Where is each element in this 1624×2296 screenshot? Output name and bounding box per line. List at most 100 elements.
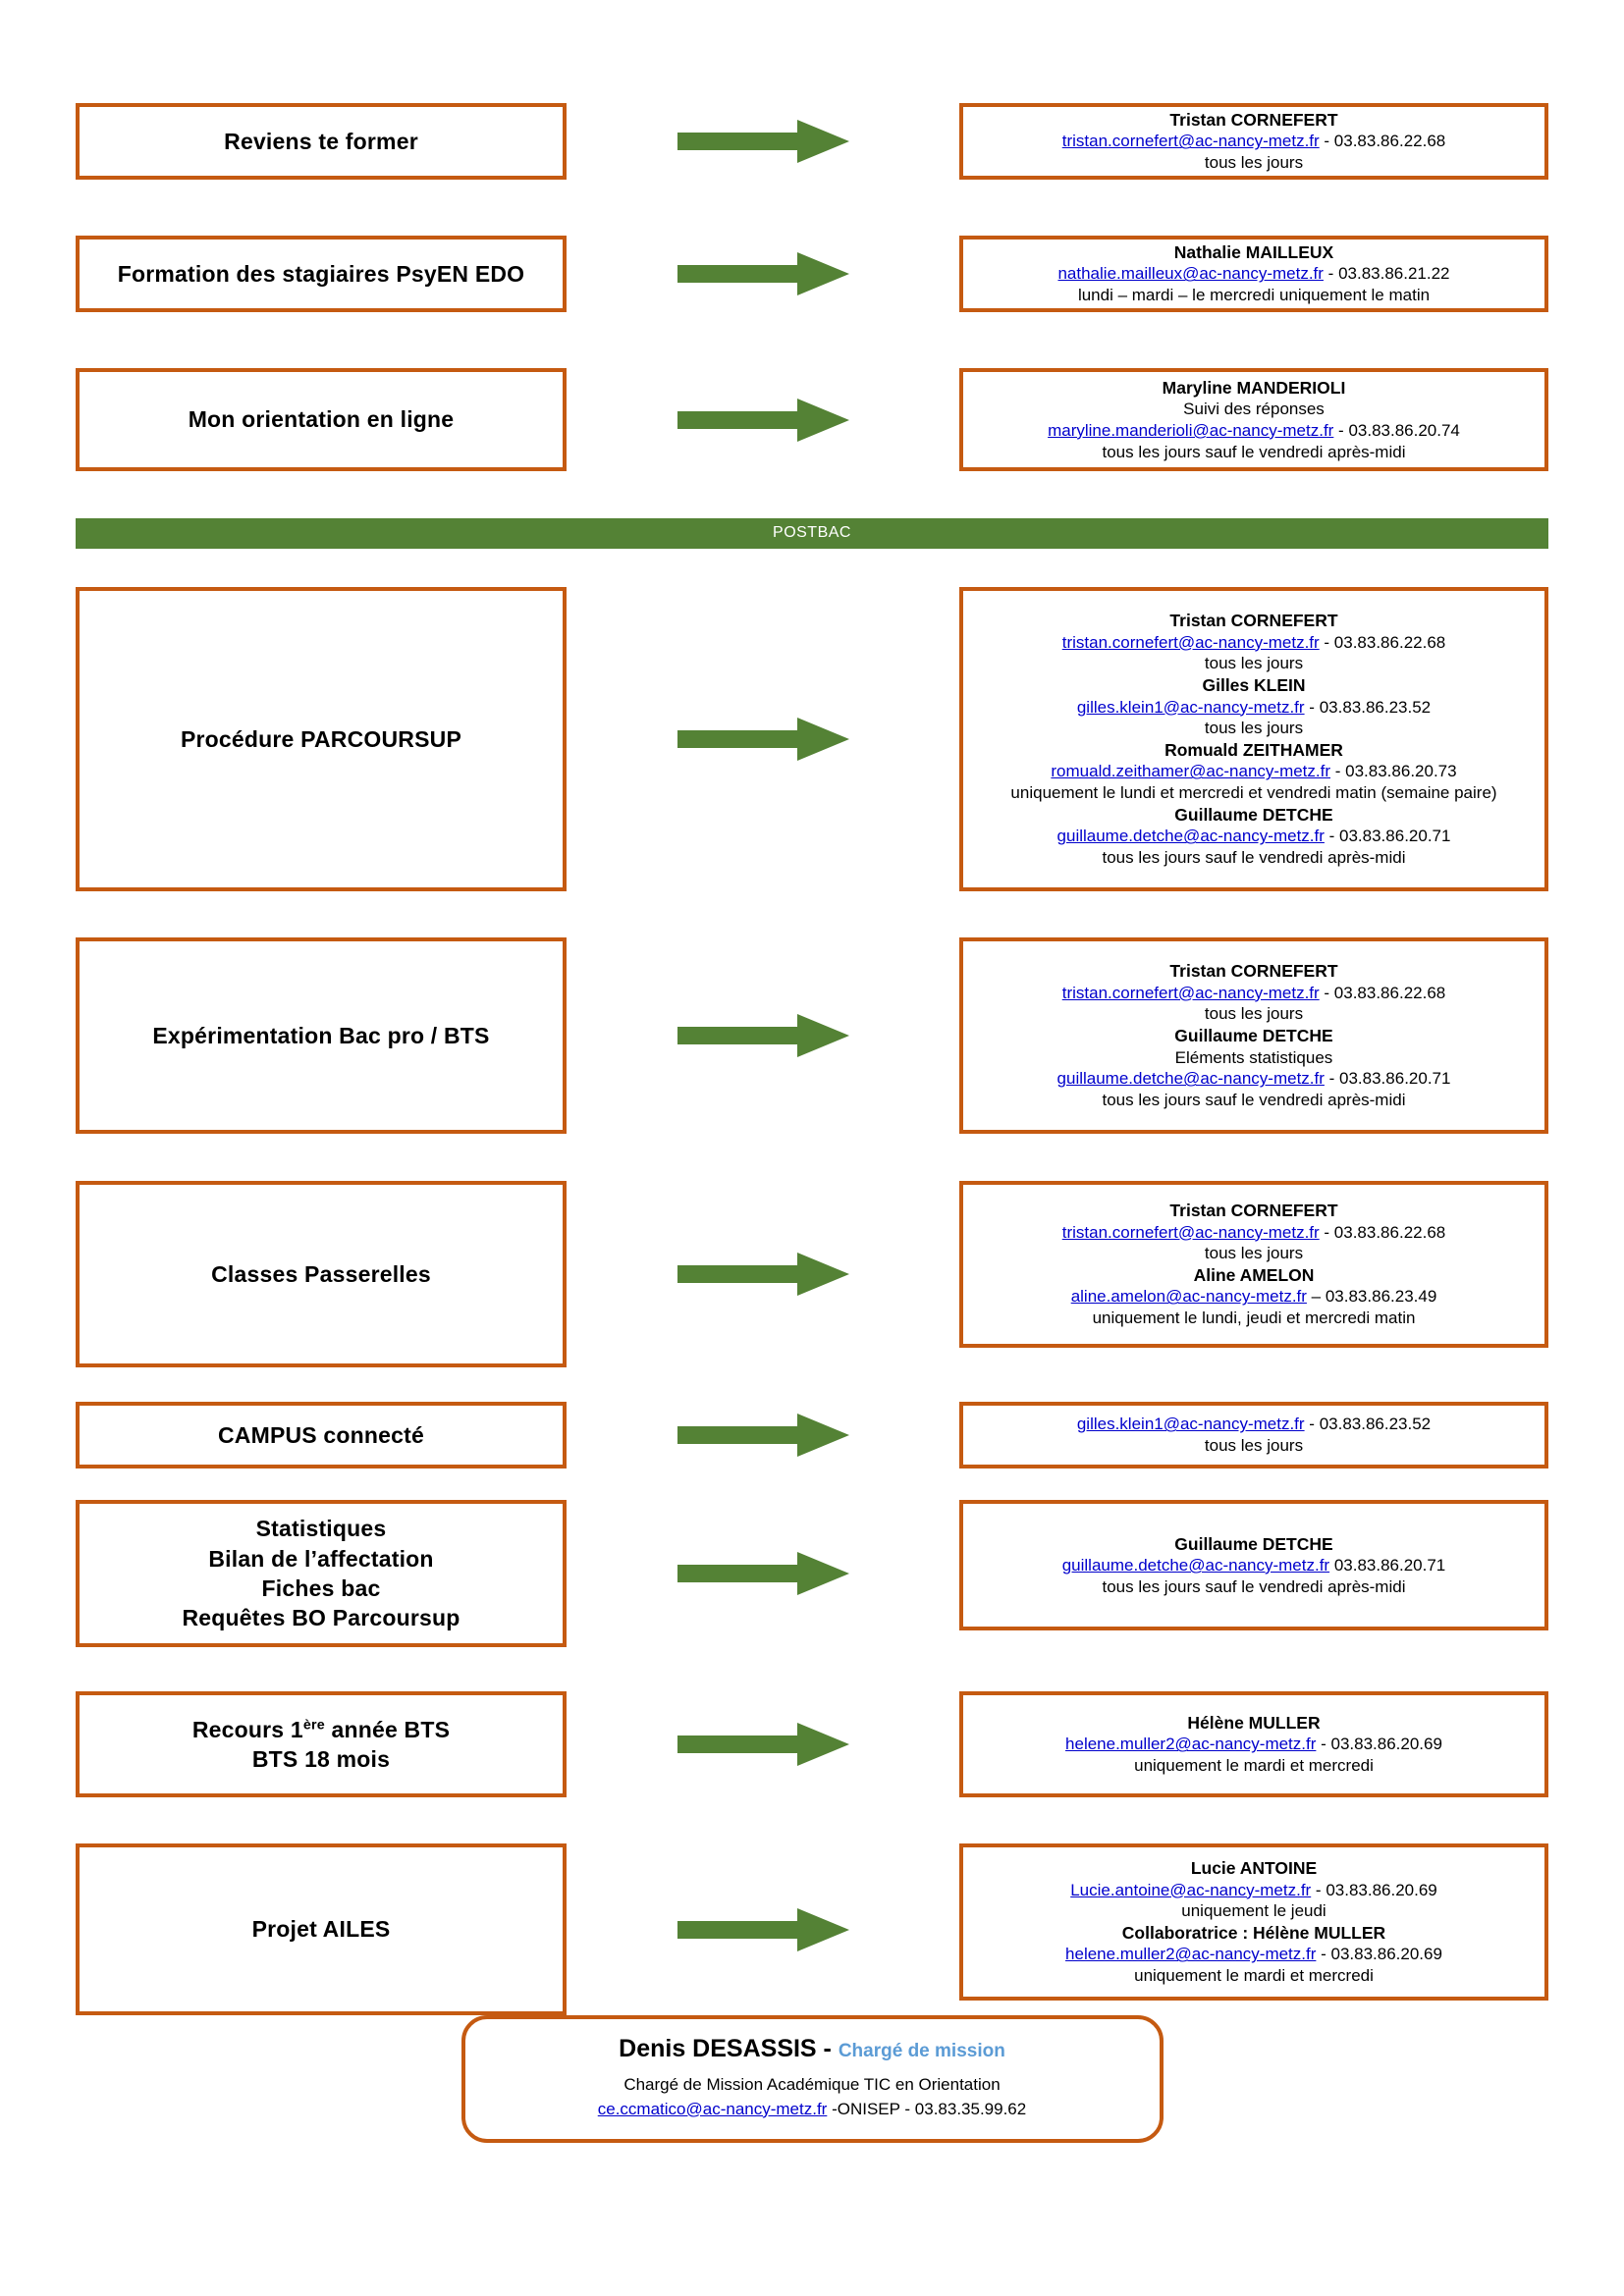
contact-name: Tristan CORNEFERT [1169, 1201, 1338, 1221]
email-phone-separator: – [1306, 1287, 1326, 1307]
email-phone-separator: - [1319, 983, 1334, 1002]
footer-org: -ONISEP - [827, 2099, 915, 2118]
contact-name: Lucie ANTOINE [1190, 1858, 1318, 1879]
flow-arrow-icon [677, 398, 849, 442]
contact-email-phone: tristan.cornefert@ac-nancy-metz.fr - 03.… [1062, 131, 1446, 152]
arrow-cell [567, 1843, 959, 2015]
contact-availability: tous les jours [1204, 153, 1304, 173]
topic-box-campus-connecte[interactable]: CAMPUS connecté [76, 1402, 567, 1468]
footer-email-line: ce.ccmatico@ac-nancy-metz.fr -ONISEP - 0… [479, 2098, 1146, 2122]
flow-arrow-icon [677, 120, 849, 163]
contact-email-phone: helene.muller2@ac-nancy-metz.fr - 03.83.… [1065, 1944, 1442, 1965]
contact-availability: tous les jours [1204, 654, 1304, 673]
footer-title: Denis DESASSIS - Chargé de mission [479, 2035, 1146, 2063]
contact-availability: tous les jours [1204, 1244, 1304, 1263]
topic-box-experimentation-bac-pro-bts[interactable]: Expérimentation Bac pro / BTS [76, 937, 567, 1134]
email-link[interactable]: romuald.zeithamer@ac-nancy-metz.fr [1051, 762, 1331, 781]
flow-arrow-icon [677, 1552, 849, 1595]
contact-availability: lundi – mardi – le mercredi uniquement l… [1077, 286, 1431, 305]
contact-name: Hélène MULLER [1187, 1713, 1321, 1734]
footer-role: Chargé de mission [838, 2041, 1005, 2061]
contact-availability: tous les jours sauf le vendredi après-mi… [1102, 1091, 1406, 1110]
email-phone-separator: - [1311, 1880, 1326, 1899]
topic-box-projet-ailes[interactable]: Projet AILES [76, 1843, 567, 2015]
topic-box-formation-stagiaires-psyen-edo[interactable]: Formation des stagiaires PsyEN EDO [76, 236, 567, 312]
contact-name: Nathalie MAILLEUX [1173, 242, 1334, 263]
contact-box-campus-connecte[interactable]: gilles.klein1@ac-nancy-metz.fr - 03.83.8… [959, 1402, 1548, 1468]
email-link[interactable]: tristan.cornefert@ac-nancy-metz.fr [1061, 132, 1320, 151]
email-link[interactable]: guillaume.detche@ac-nancy-metz.fr [1061, 1555, 1330, 1575]
email-link[interactable]: gilles.klein1@ac-nancy-metz.fr [1076, 1415, 1305, 1434]
contact-availability: tous les jours sauf le vendredi après-mi… [1102, 848, 1406, 868]
arrow-cell [567, 236, 959, 312]
contact-email-phone: tristan.cornefert@ac-nancy-metz.fr - 03.… [1062, 983, 1446, 1004]
flow-arrow-icon [677, 1907, 849, 1951]
arrow-cell [567, 587, 959, 891]
contact-availability: uniquement le mardi et mercredi [1134, 1756, 1374, 1776]
phone-number: 03.83.86.20.74 [1348, 420, 1460, 440]
email-phone-separator: - [1330, 762, 1346, 781]
email-link[interactable]: tristan.cornefert@ac-nancy-metz.fr [1061, 983, 1320, 1002]
contact-name: Aline AMELON [1193, 1265, 1315, 1285]
footer-dash: - [816, 2035, 839, 2062]
contact-availability: uniquement le mardi et mercredi [1134, 1966, 1374, 1986]
contact-email-phone: aline.amelon@ac-nancy-metz.fr – 03.83.86… [1071, 1286, 1437, 1308]
email-link[interactable]: maryline.manderioli@ac-nancy-metz.fr [1048, 420, 1334, 440]
phone-number: 03.83.86.20.71 [1333, 1555, 1446, 1575]
topic-box-reviens-te-former[interactable]: Reviens te former [76, 103, 567, 180]
contact-availability: tous les jours [1204, 1004, 1304, 1024]
topic-label: Formation des stagiaires PsyEN EDO [117, 260, 525, 287]
email-link[interactable]: helene.muller2@ac-nancy-metz.fr [1065, 1735, 1317, 1754]
phone-number: 03.83.86.20.69 [1330, 1945, 1442, 1964]
topic-box-mon-orientation-en-ligne[interactable]: Mon orientation en ligne [76, 368, 567, 471]
contact-email-phone: gilles.klein1@ac-nancy-metz.fr - 03.83.8… [1077, 697, 1431, 719]
email-link[interactable]: guillaume.detche@ac-nancy-metz.fr [1056, 827, 1325, 846]
flow-arrow-icon [677, 1253, 849, 1296]
email-link[interactable]: helene.muller2@ac-nancy-metz.fr [1065, 1945, 1317, 1964]
email-phone-separator: - [1304, 1415, 1320, 1434]
contact-availability: tous les jours sauf le vendredi après-mi… [1102, 1576, 1406, 1596]
topic-label: Projet AILES [251, 1916, 391, 1943]
email-link[interactable]: tristan.cornefert@ac-nancy-metz.fr [1061, 632, 1320, 652]
flow-row: Expérimentation Bac pro / BTS Tristan COR… [76, 937, 1548, 1134]
phone-number: 03.83.86.23.49 [1325, 1287, 1437, 1307]
email-link[interactable]: aline.amelon@ac-nancy-metz.fr [1070, 1287, 1307, 1307]
phone-number: 03.83.86.21.22 [1338, 264, 1450, 284]
contact-role: Eléments statistiques [1174, 1047, 1333, 1067]
email-link[interactable]: nathalie.mailleux@ac-nancy-metz.fr [1057, 264, 1324, 284]
phone-number: 03.83.86.20.73 [1345, 762, 1457, 781]
phone-number: 03.83.86.20.69 [1326, 1880, 1437, 1899]
email-phone-separator: - [1304, 697, 1320, 717]
contact-email-phone: nathalie.mailleux@ac-nancy-metz.fr - 03.… [1057, 263, 1449, 285]
arrow-cell [567, 1691, 959, 1797]
email-link[interactable]: gilles.klein1@ac-nancy-metz.fr [1076, 697, 1305, 717]
email-link[interactable]: Lucie.antoine@ac-nancy-metz.fr [1070, 1880, 1312, 1899]
flow-arrow-icon [677, 1414, 849, 1457]
footer-email-link[interactable]: ce.ccmatico@ac-nancy-metz.fr [597, 2099, 828, 2118]
topic-box-procedure-parcoursup[interactable]: Procédure PARCOURSUP [76, 587, 567, 891]
topic-box-classes-passerelles[interactable]: Classes Passerelles [76, 1181, 567, 1367]
email-link[interactable]: tristan.cornefert@ac-nancy-metz.fr [1061, 1222, 1320, 1242]
email-phone-separator: - [1319, 632, 1334, 652]
contact-email-phone: guillaume.detche@ac-nancy-metz.fr 03.83.… [1062, 1555, 1446, 1576]
arrow-cell [567, 103, 959, 180]
email-link[interactable]: guillaume.detche@ac-nancy-metz.fr [1056, 1069, 1325, 1089]
